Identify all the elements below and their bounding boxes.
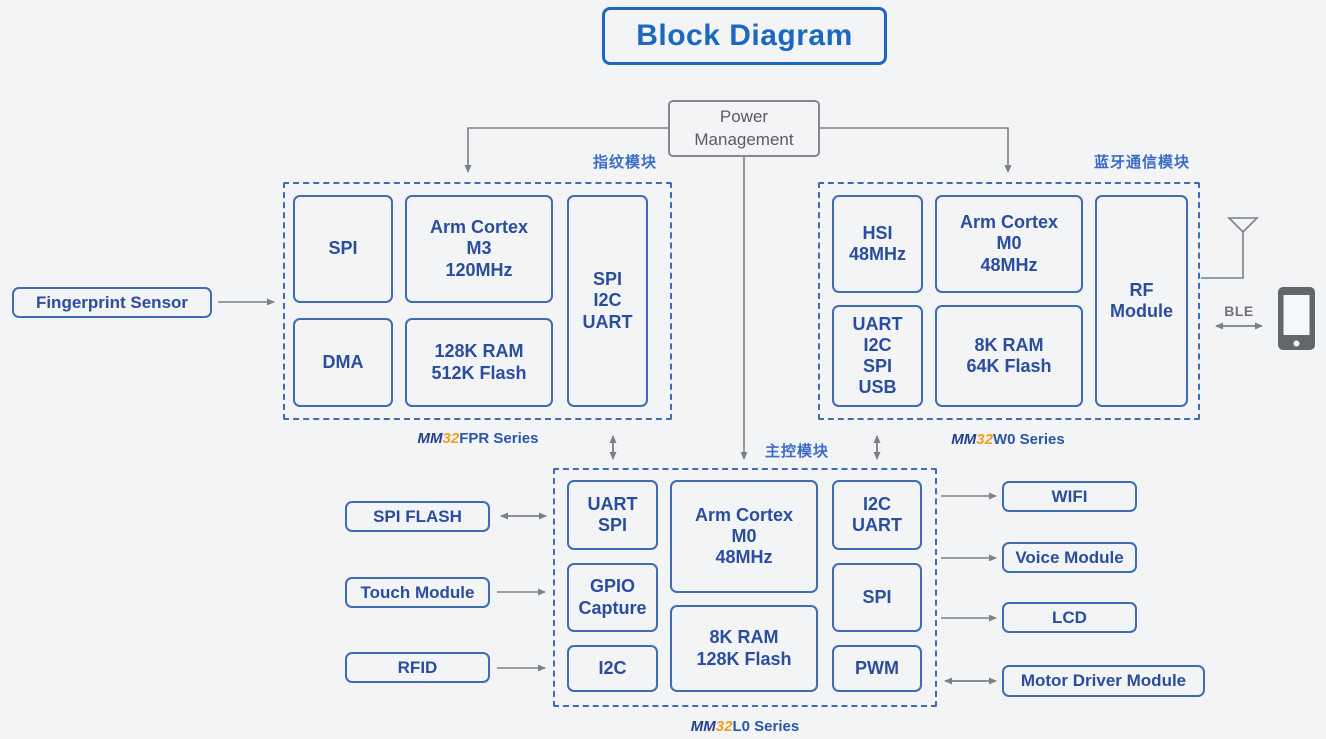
spi-flash-box: SPI FLASH [345, 501, 490, 532]
main-series-rest: L0 Series [732, 718, 800, 735]
main-series-num: 32 [715, 718, 733, 735]
fp-series-mm: MM [417, 430, 443, 447]
bt-series-rest: W0 Series [992, 431, 1065, 448]
bt-memory-block: 8K RAM 64K Flash [935, 305, 1083, 407]
main-series-label: MM32L0 Series [645, 718, 845, 735]
power-management-box: Power Management [668, 100, 820, 157]
fp-series-rest: FPR Series [459, 430, 539, 447]
main-uart-spi-block: UART SPI [567, 480, 658, 550]
antenna-icon [1201, 217, 1259, 279]
fp-series-num: 32 [442, 430, 460, 447]
main-pwm-block: PWM [832, 645, 922, 692]
bt-series-label: MM32W0 Series [908, 431, 1108, 448]
touch-module-box: Touch Module [345, 577, 490, 608]
bt-cpu-block: Arm Cortex M0 48MHz [935, 195, 1083, 293]
main-gpio-capture-block: GPIO Capture [567, 563, 658, 632]
fp-dma-block: DMA [293, 318, 393, 407]
main-spi-block: SPI [832, 563, 922, 632]
main-i2c-uart-block: I2C UART [832, 480, 922, 550]
connector-pm-to-bluetooth-module [820, 127, 1012, 173]
voice-module-box: Voice Module [1002, 542, 1137, 573]
bt-interfaces-block: UART I2C SPI USB [832, 305, 923, 407]
fp-memory-block: 128K RAM 512K Flash [405, 318, 553, 407]
bluetooth-module-label: 蓝牙通信模块 [1093, 154, 1190, 171]
bt-hsi-block: HSI 48MHz [832, 195, 923, 293]
bt-series-num: 32 [976, 431, 993, 448]
fp-series-label: MM32FPR Series [378, 430, 578, 447]
page-title: Block Diagram [602, 7, 887, 65]
bt-series-mm: MM [951, 431, 977, 448]
smartphone-icon [1278, 287, 1315, 350]
main-module-label: 主控模块 [765, 443, 830, 460]
main-series-mm: MM [690, 718, 716, 735]
fingerprint-module-label: 指纹模块 [592, 154, 657, 171]
lcd-box: LCD [1002, 602, 1137, 633]
fp-interfaces-block: SPI I2C UART [567, 195, 648, 407]
wifi-box: WIFI [1002, 481, 1137, 512]
main-cpu-block: Arm Cortex M0 48MHz [670, 480, 818, 593]
bt-rf-module-block: RF Module [1095, 195, 1188, 407]
motor-driver-module-box: Motor Driver Module [1002, 665, 1205, 697]
fingerprint-sensor-box: Fingerprint Sensor [12, 287, 212, 318]
rfid-box: RFID [345, 652, 490, 683]
main-memory-block: 8K RAM 128K Flash [670, 605, 818, 692]
bluetooth-module [818, 182, 1200, 420]
fingerprint-module [283, 182, 672, 420]
fp-spi-block: SPI [293, 195, 393, 303]
fp-cpu-block: Arm Cortex M3 120MHz [405, 195, 553, 303]
main-i2c-block: I2C [567, 645, 658, 692]
ble-label: BLE [1224, 303, 1254, 319]
main-control-module [553, 468, 937, 707]
